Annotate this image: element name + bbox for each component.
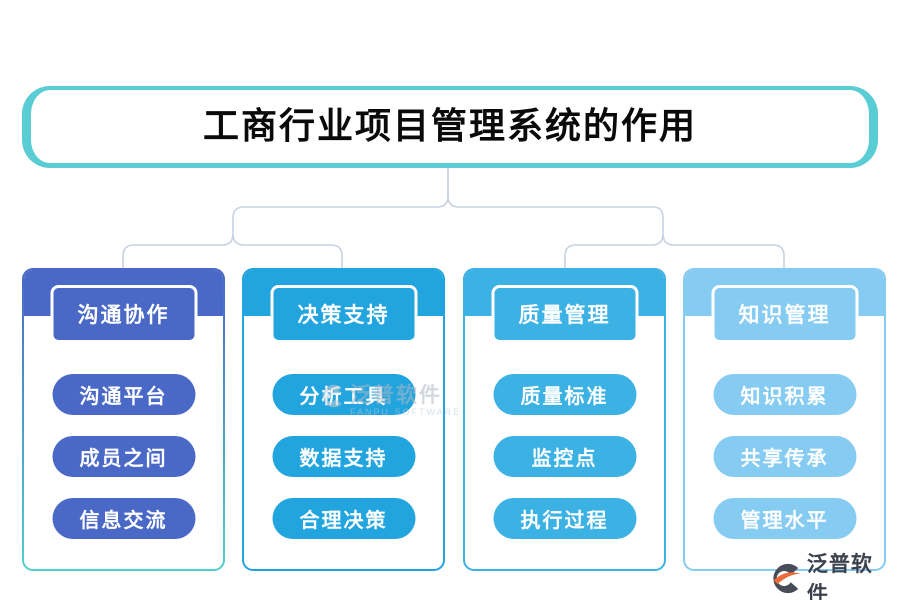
category-column: 知识管理知识积累共享传承管理水平: [683, 268, 886, 571]
category-column: 决策支持分析工具数据支持合理决策: [242, 268, 445, 571]
item-pill: 执行过程: [493, 498, 636, 539]
connector-left-branch-right-arm: [232, 233, 343, 268]
item-pill: 成员之间: [52, 436, 195, 477]
item-pill: 合理决策: [272, 498, 415, 539]
category-column-body: 决策支持分析工具数据支持合理决策: [244, 270, 443, 569]
category-column-body: 沟通协作沟通平台成员之间信息交流: [24, 270, 223, 569]
category-column: 质量管理质量标准监控点执行过程: [463, 268, 666, 571]
brand-name: 泛普软件: [806, 552, 873, 600]
connector-group: [122, 168, 785, 268]
diagram-title: 工商行业项目管理系统的作用: [202, 105, 697, 146]
item-pill: 监控点: [493, 436, 636, 477]
category-column-body: 知识管理知识积累共享传承管理水平: [685, 270, 884, 569]
brand-logo: 泛普软件 www.fanpusoft.com: [770, 548, 892, 600]
item-pill: 共享传承: [713, 436, 856, 477]
connector-left-branch: [122, 168, 449, 268]
brand-logo-icon: [773, 563, 802, 593]
item-pill: 沟通平台: [52, 374, 195, 415]
item-pill: 分析工具: [272, 374, 415, 415]
item-pill: 信息交流: [52, 498, 195, 539]
item-pill: 知识积累: [713, 374, 856, 415]
connector-right-branch-right-arm: [662, 233, 785, 268]
category-header: 沟通协作: [50, 285, 197, 343]
category-column: 沟通协作沟通平台成员之间信息交流: [22, 268, 225, 571]
title-box: 工商行业项目管理系统的作用: [22, 86, 878, 168]
connector-right-branch: [447, 168, 664, 268]
category-header: 决策支持: [270, 285, 417, 343]
item-pill: 数据支持: [272, 436, 415, 477]
item-pill: 管理水平: [713, 498, 856, 539]
item-pill: 质量标准: [493, 374, 636, 415]
category-header: 知识管理: [711, 285, 858, 343]
category-column-body: 质量管理质量标准监控点执行过程: [465, 270, 664, 569]
category-header: 质量管理: [491, 285, 638, 343]
